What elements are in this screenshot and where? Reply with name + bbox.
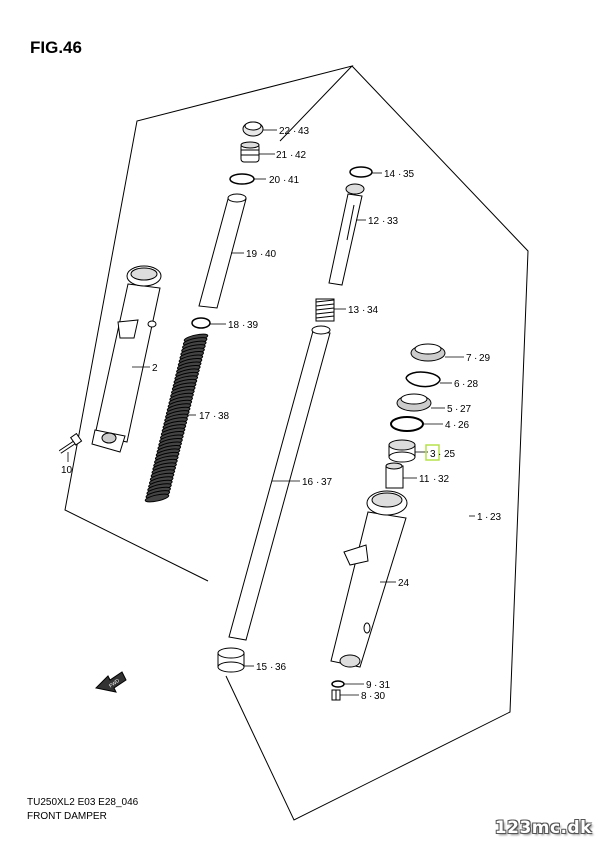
spacer-part xyxy=(198,193,247,309)
washer-part xyxy=(191,317,211,329)
label-11-dot: · xyxy=(433,474,436,485)
inner-tube-part xyxy=(228,325,331,641)
label-9: 9 xyxy=(366,680,372,691)
o-ring-part xyxy=(229,173,255,185)
label-9-dot: · xyxy=(374,680,377,691)
spring-coil xyxy=(144,493,170,503)
bolt-8-part xyxy=(331,689,341,701)
drawing-code: TU250XL2 E03 E28_046 xyxy=(27,797,139,808)
label-15-num: 36 xyxy=(275,662,287,673)
label-4: 4 xyxy=(445,420,451,431)
label-13: 13 xyxy=(348,305,360,316)
forward-arrow-icon: FWD xyxy=(94,671,127,693)
label-22: 22 xyxy=(279,126,291,137)
label-21-num: 42 xyxy=(295,150,307,161)
label-1-num: 23 xyxy=(490,512,502,523)
label-17-num: 38 xyxy=(218,411,230,422)
label-13-num: 34 xyxy=(367,305,379,316)
highlight-box xyxy=(425,444,440,461)
label-16: 16 xyxy=(302,477,314,488)
label-15-dot: · xyxy=(270,662,273,673)
outer-tube-left-part xyxy=(91,265,162,453)
label-21: 21 xyxy=(276,150,288,161)
gasket-part xyxy=(331,680,345,688)
label-8: 8 xyxy=(361,691,367,702)
rebound-spring-part xyxy=(315,298,335,322)
guide-metal-part xyxy=(388,439,416,463)
label-3: 3 xyxy=(430,449,436,460)
fwd-text: FWD xyxy=(108,678,121,690)
label-5-num: 27 xyxy=(460,404,472,415)
label-7-num: 29 xyxy=(479,353,491,364)
label-16-num: 37 xyxy=(321,477,333,488)
label-7: 7 xyxy=(466,353,472,364)
label-5: 5 xyxy=(447,404,453,415)
label-1-dot: · xyxy=(485,512,488,523)
label-2: 2 xyxy=(152,363,158,374)
label-1: 1 xyxy=(477,512,483,523)
dust-seal-part xyxy=(410,343,446,362)
outer-tube-right-part xyxy=(330,490,408,668)
label-17-dot: · xyxy=(213,411,216,422)
label-3-dot: · xyxy=(438,449,441,460)
label-8-num: 30 xyxy=(374,691,386,702)
label-3-num: 25 xyxy=(444,449,456,460)
drawing-name: FRONT DAMPER xyxy=(27,811,107,822)
label-14-dot: · xyxy=(398,169,401,180)
label-24: 24 xyxy=(398,578,410,589)
label-12-dot: · xyxy=(382,216,385,227)
label-11: 11 xyxy=(419,474,430,485)
label-8-dot: · xyxy=(369,691,372,702)
label-12: 12 xyxy=(368,216,380,227)
label-19-dot: · xyxy=(260,249,263,260)
cap-bolt-part xyxy=(240,141,260,163)
label-14-num: 35 xyxy=(403,169,415,180)
label-7-dot: · xyxy=(474,353,477,364)
figure-title: FIG.46 xyxy=(30,38,82,57)
label-5-dot: · xyxy=(455,404,458,415)
label-20: 20 xyxy=(269,175,281,186)
damper-rod-part xyxy=(328,183,365,286)
stopper-ring-part xyxy=(405,371,441,388)
label-18: 18 xyxy=(228,320,240,331)
label-16-dot: · xyxy=(316,477,319,488)
label-19: 19 xyxy=(246,249,258,260)
bolt-10-part xyxy=(58,432,83,454)
retainer-part xyxy=(390,416,424,432)
label-19-num: 40 xyxy=(265,249,277,260)
label-6-dot: · xyxy=(462,379,465,390)
bushing-part xyxy=(217,647,245,673)
label-18-num: 39 xyxy=(247,320,259,331)
label-13-dot: · xyxy=(362,305,365,316)
label-21-dot: · xyxy=(290,150,293,161)
watermark-logo: 123mc.dk xyxy=(494,818,592,838)
label-9-num: 31 xyxy=(379,680,391,691)
oil-lock-piece-part xyxy=(385,462,404,489)
label-22-ref: · xyxy=(293,126,296,137)
label-22-num: 43 xyxy=(298,126,310,137)
ring-14-part xyxy=(349,166,373,178)
label-20-num: 41 xyxy=(288,175,300,186)
assembly-frame-left xyxy=(64,65,354,582)
label-6-num: 28 xyxy=(467,379,479,390)
label-4-dot: · xyxy=(453,420,456,431)
label-12-num: 33 xyxy=(387,216,399,227)
label-18-dot: · xyxy=(242,320,245,331)
label-14: 14 xyxy=(384,169,396,180)
label-17: 17 xyxy=(199,411,211,422)
label-15: 15 xyxy=(256,662,268,673)
fork-spring-part xyxy=(144,333,209,503)
label-4-num: 26 xyxy=(458,420,470,431)
label-6: 6 xyxy=(454,379,460,390)
part-labels: 22 · 43 21 · 42 20 · 41 19 · 40 18 · 39 … xyxy=(61,126,502,702)
label-20-dot: · xyxy=(283,175,286,186)
label-11-num: 32 xyxy=(438,474,450,485)
cap-part xyxy=(242,121,264,137)
assembly-frame-right xyxy=(225,65,529,821)
label-10: 10 xyxy=(61,465,73,476)
oil-seal-part xyxy=(396,393,432,412)
